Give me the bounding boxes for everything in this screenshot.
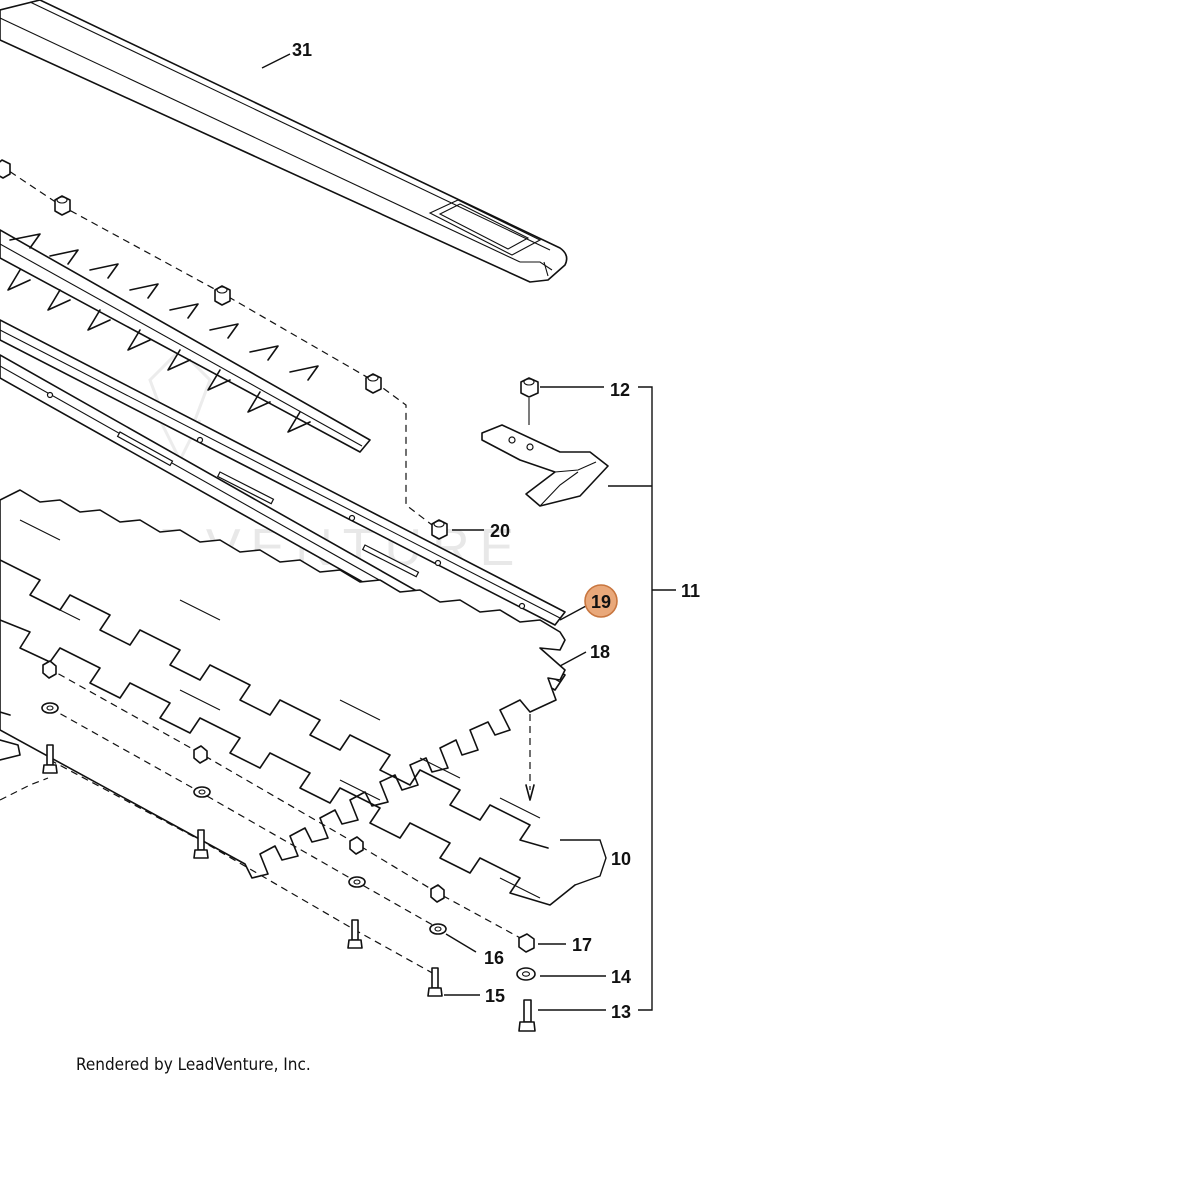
blade-bracket[interactable]	[481, 424, 609, 507]
square-nut-3[interactable]	[349, 836, 364, 855]
washer-1[interactable]	[41, 702, 59, 714]
callout-13[interactable]: 13	[611, 1002, 631, 1022]
callout-11[interactable]: 11	[681, 581, 700, 601]
callout-14[interactable]: 14	[611, 967, 631, 987]
lower-cutter-blade-teeth[interactable]	[0, 519, 576, 906]
nut-upper-2[interactable]	[54, 195, 71, 216]
nut-upper-4[interactable]	[365, 373, 382, 394]
nut-upper-1[interactable]	[0, 159, 11, 179]
guide-plate-19[interactable]	[0, 319, 566, 626]
callout-10[interactable]: 10	[611, 849, 631, 869]
callout-31[interactable]: 31	[292, 40, 312, 60]
callout-12[interactable]: 12	[610, 380, 630, 400]
washer-16[interactable]	[429, 923, 447, 935]
bolt-15[interactable]	[427, 967, 443, 997]
washer-2[interactable]	[193, 786, 211, 798]
callout-18[interactable]: 18	[590, 642, 610, 662]
bolt-13[interactable]	[518, 999, 536, 1032]
callout-19-highlight[interactable]: 19	[584, 584, 618, 618]
bolt-1[interactable]	[42, 744, 58, 774]
callout-20[interactable]: 20	[490, 521, 510, 541]
nut-upper-3[interactable]	[214, 285, 231, 306]
credit-text: Rendered by LeadVenture, Inc.	[76, 1055, 311, 1075]
callout-15[interactable]: 15	[485, 986, 505, 1006]
callout-19[interactable]: 19	[591, 592, 611, 612]
square-nut-2[interactable]	[193, 745, 208, 764]
bolt-2[interactable]	[193, 829, 209, 859]
square-nut-4[interactable]	[430, 884, 445, 903]
blade-scabbard[interactable]	[0, 0, 568, 283]
square-nut-17[interactable]	[518, 933, 535, 953]
washer-3[interactable]	[348, 876, 366, 888]
washer-14[interactable]	[516, 967, 536, 981]
nut-20[interactable]	[431, 519, 448, 540]
bolt-3[interactable]	[347, 919, 363, 949]
lower-cutter-blade-10[interactable]	[0, 489, 566, 879]
square-nut-1[interactable]	[42, 660, 57, 679]
callout-16[interactable]: 16	[484, 948, 504, 968]
upper-cutter-blade[interactable]	[0, 229, 371, 453]
callout-17[interactable]: 17	[572, 935, 592, 955]
nut-12[interactable]	[520, 377, 539, 398]
